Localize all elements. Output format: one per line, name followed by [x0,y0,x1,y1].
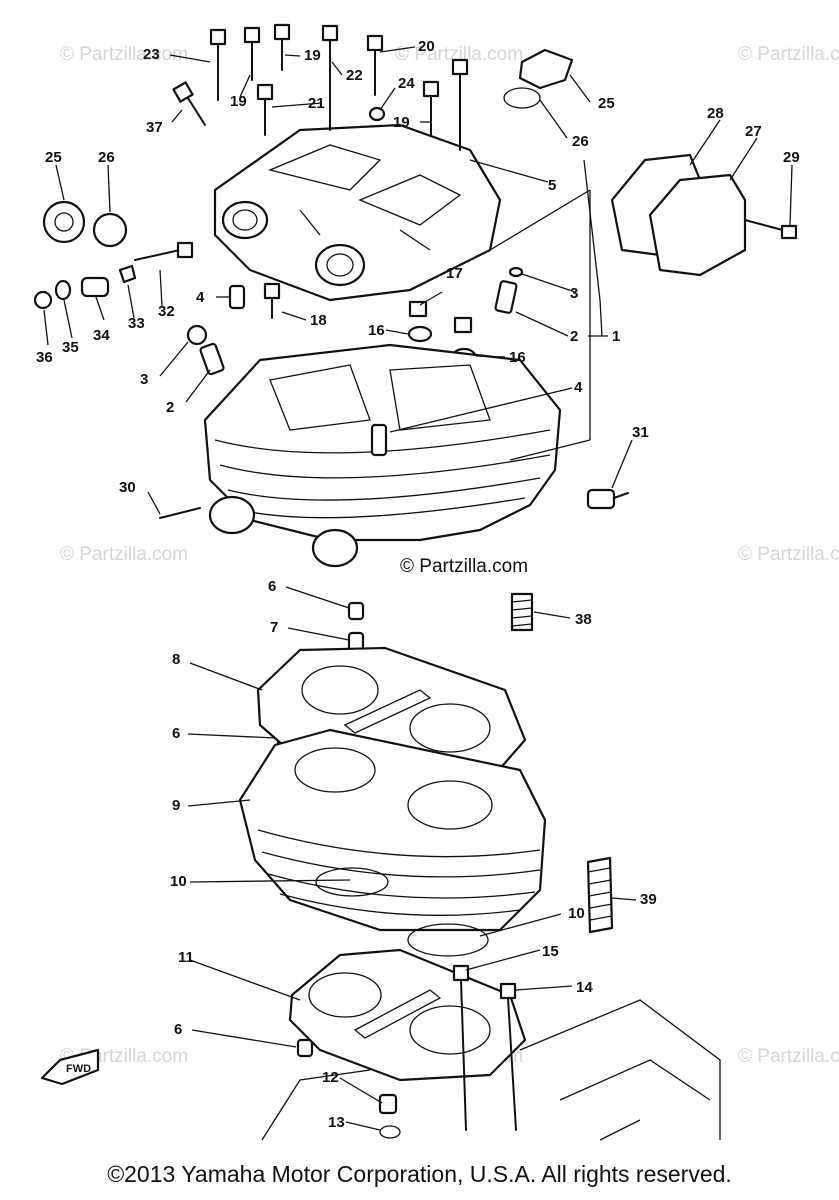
callout-10-left: 10 [170,873,187,890]
callout-31: 31 [632,424,649,441]
callout-30: 30 [119,479,136,496]
callout-10-right: 10 [568,905,585,922]
callout-16-a: 16 [368,322,385,339]
callout-39: 39 [640,891,657,908]
callout-6-mid: 6 [172,725,180,742]
callout-33: 33 [128,315,145,332]
cylinder-head [159,343,629,568]
watermark-center: © Partzilla.com [400,556,528,577]
callout-15: 15 [542,943,559,960]
callout-19-c: 19 [393,114,410,131]
head-cover [213,123,502,302]
callout-26-right: 26 [572,133,589,150]
fwd-label: FWD [66,1063,91,1075]
callout-6-bottom: 6 [174,1021,182,1038]
callout-18: 18 [310,312,327,329]
callout-23: 23 [143,46,160,63]
callout-28: 28 [707,105,724,122]
leader-lines [43,46,793,1131]
callout-9: 9 [172,797,180,814]
callout-26-left: 26 [98,149,115,166]
callout-12: 12 [322,1069,339,1086]
callout-16-b: 16 [509,349,526,366]
callout-4-right: 4 [574,379,583,396]
watermark-top-right: © Partzilla.com [738,44,839,65]
callout-19-a: 19 [230,93,247,110]
callout-32: 32 [158,303,175,320]
callout-36: 36 [36,349,53,366]
base-gasket [288,948,527,1082]
callout-4-top: 4 [196,289,205,306]
callout-3-right: 3 [570,285,578,302]
callout-20: 20 [418,38,435,55]
callout-7: 7 [270,619,278,636]
watermark-top-left: © Partzilla.com [60,44,188,65]
callout-14: 14 [576,979,593,996]
studs [452,964,517,1131]
left-small-parts [33,200,281,376]
watermark-mid-left: © Partzilla.com [60,544,188,565]
callout-2-right: 2 [570,328,578,345]
callout-21: 21 [308,95,325,112]
springs [510,592,614,934]
callout-3-left: 3 [140,371,148,388]
callout-29: 29 [783,149,800,166]
callout-38: 38 [575,611,592,628]
callout-22: 22 [346,67,363,84]
callout-2-left: 2 [166,399,174,416]
tappet-cover-parts [503,48,798,277]
callout-17: 17 [446,265,463,282]
watermark-mid-right: © Partzilla.com [738,544,839,565]
callout-25-left: 25 [45,149,62,166]
copyright-notice: ©2013 Yamaha Motor Corporation, U.S.A. A… [107,1161,732,1187]
callout-8: 8 [172,651,180,668]
crankcase-partial [261,999,721,1141]
callout-25-right: 25 [598,95,615,112]
top-bolts [172,23,469,151]
callout-19-b: 19 [304,47,321,64]
callout-6-top: 6 [268,578,276,595]
callout-37: 37 [146,119,163,136]
watermark-top-center: © Partzilla.com [395,44,523,65]
callout-13: 13 [328,1114,345,1131]
callout-labels: 23 19 19 22 21 20 24 19 37 25 26 28 27 2… [36,38,800,1131]
callout-5: 5 [548,177,556,194]
callout-35: 35 [62,339,79,356]
callout-11: 11 [178,949,194,966]
callout-34: 34 [93,327,110,344]
fwd-arrow: FWD [40,1048,100,1086]
watermark-bottom-right: © Partzilla.com [738,1046,839,1067]
callout-27: 27 [745,123,762,140]
callout-24: 24 [398,75,415,92]
callout-1: 1 [612,328,620,345]
